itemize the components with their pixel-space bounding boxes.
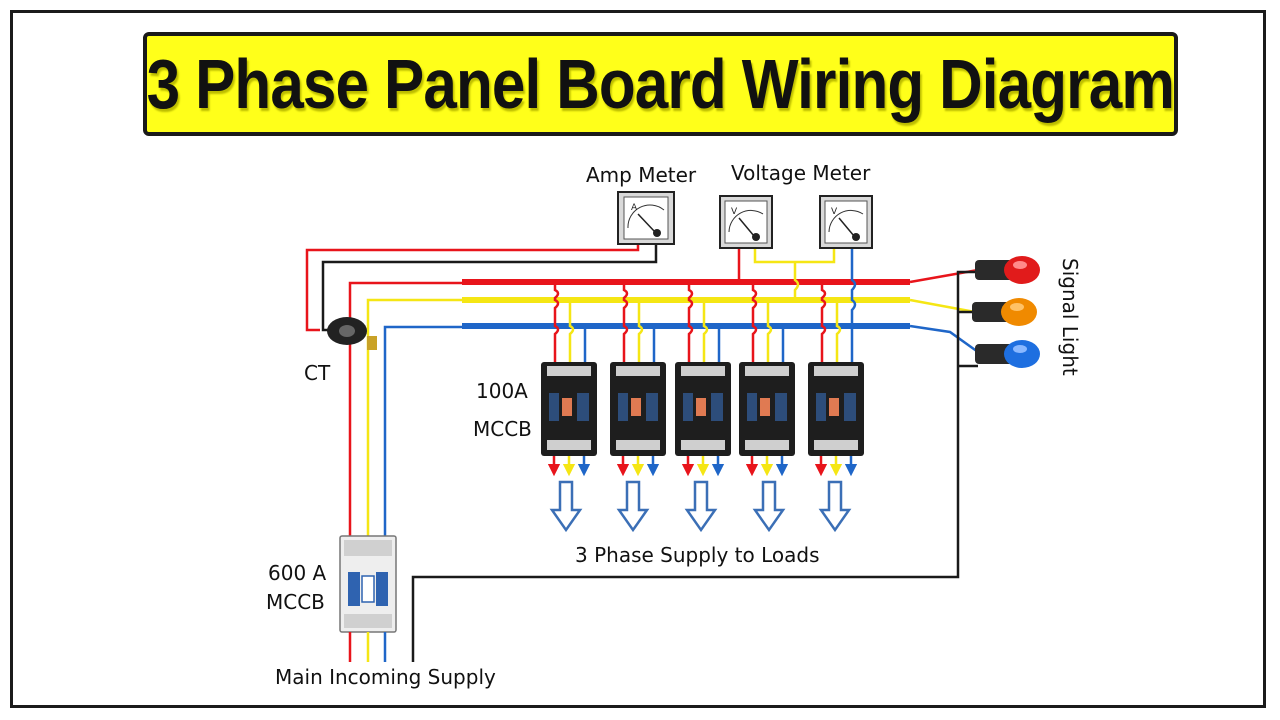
load-arrow-icon	[549, 480, 583, 533]
diagram-frame	[10, 10, 1266, 708]
mccb-breaker-icon	[541, 282, 597, 477]
voltmeter-wiring	[737, 248, 857, 326]
load-arrow-icon	[752, 480, 786, 533]
voltage-meter-icon: V	[719, 195, 773, 249]
ammeter-wiring	[305, 244, 658, 332]
voltage-meter-icon: V	[819, 195, 873, 249]
ct-wire-red	[305, 244, 640, 332]
mccb-breaker-icon	[808, 282, 864, 477]
signal-lamp-icon	[975, 256, 1040, 284]
mccb-breaker-icon	[610, 282, 666, 477]
load-arrow-icon	[818, 480, 852, 533]
feeder-red	[348, 281, 462, 540]
incoming-feeders	[348, 281, 462, 540]
mccb-breaker-icon	[739, 282, 795, 477]
branch-breakers	[541, 282, 864, 477]
load-arrows	[549, 480, 852, 533]
load-arrow-icon	[684, 480, 718, 533]
amp-meter-icon: A	[617, 191, 675, 245]
signal-lamp-icon	[975, 340, 1040, 368]
lamp-wire-blue	[909, 324, 979, 354]
current-transformer-icon	[327, 317, 377, 350]
neutral-wire	[411, 270, 975, 662]
signal-light-label: Signal Light	[1058, 258, 1082, 376]
voltage-meter-face-letter: V	[831, 207, 838, 217]
ct-wire-black	[321, 244, 658, 332]
main-mccb-icon	[339, 535, 397, 662]
feeder-blue	[383, 325, 462, 540]
load-arrow-icon	[616, 480, 650, 533]
mccb-100-type-label: MCCB	[473, 417, 532, 441]
voltage-meter-label: Voltage Meter	[731, 161, 871, 185]
signal-lamps	[972, 256, 1040, 368]
main-supply-label: Main Incoming Supply	[275, 665, 496, 689]
mccb-100-rating-label: 100A	[476, 379, 528, 403]
voltage-meter-face-letter: V	[731, 207, 738, 217]
amp-meter-label: Amp Meter	[586, 163, 697, 187]
page-title: 3 Phase Panel Board Wiring Diagram	[146, 45, 1175, 123]
feeder-yellow	[366, 298, 462, 540]
mccb-breaker-icon	[675, 282, 731, 477]
amp-meter-face-letter: A	[631, 203, 638, 213]
busbars	[462, 279, 910, 329]
title-banner: 3 Phase Panel Board Wiring Diagram	[143, 32, 1178, 136]
lamp-wire-yellow	[909, 298, 976, 314]
signal-lamp-icon	[972, 298, 1037, 326]
ct-label: CT	[304, 361, 331, 385]
loads-label: 3 Phase Supply to Loads	[575, 543, 820, 567]
mccb-600-rating-label: 600 A	[268, 561, 327, 585]
mccb-600-type-label: MCCB	[266, 590, 325, 614]
